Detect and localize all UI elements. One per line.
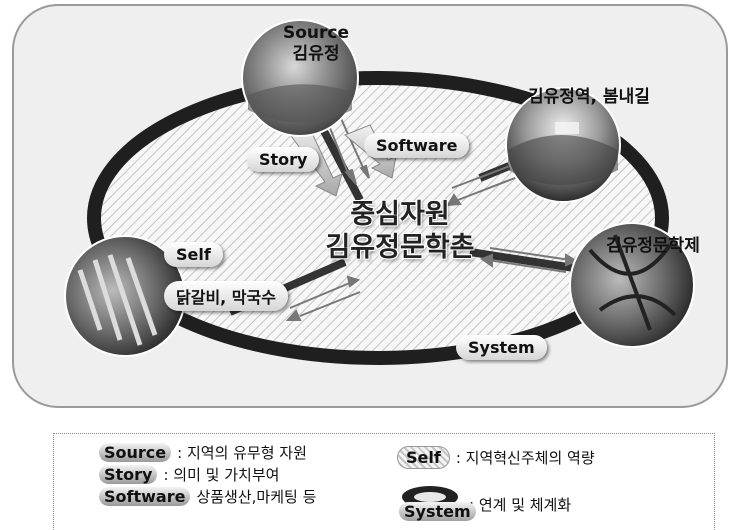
legend-story-desc: : 의미 및 가치부여 bbox=[163, 466, 280, 484]
node-top-label: Source 김유정 bbox=[283, 23, 349, 65]
legend-source-desc: : 지역의 유무형 자원 bbox=[177, 444, 307, 462]
software-label: Software bbox=[364, 133, 470, 158]
center-line2: 김유정문학촌 bbox=[325, 232, 475, 263]
legend-system-symbol: System bbox=[397, 484, 476, 524]
system-label: System bbox=[456, 335, 547, 360]
legend-self: Self : 지역혁신주체의 역량 bbox=[397, 446, 595, 469]
legend-software: Software 상품생산,마케팅 등 bbox=[99, 486, 316, 507]
node-right-top-photo bbox=[505, 87, 621, 203]
legend-self-desc: : 지역혁신주체의 역량 bbox=[455, 449, 595, 467]
legend-story-key: Story bbox=[99, 465, 158, 484]
legend-self-key: Self bbox=[397, 446, 450, 469]
legend-story: Story : 의미 및 가치부여 bbox=[99, 464, 279, 485]
legend-system-key: System bbox=[399, 502, 476, 521]
legend-software-key: Software bbox=[99, 487, 191, 506]
story-label: Story bbox=[247, 147, 320, 172]
node-right-photo bbox=[569, 222, 695, 348]
node-right-top-name: 김유정역, 봄내길 bbox=[528, 87, 650, 107]
legend-system-desc: : 연계 및 체계화 bbox=[469, 495, 572, 514]
legend-software-desc: 상품생산,마케팅 등 bbox=[196, 488, 317, 506]
legend-system: System : 연계 및 체계화 bbox=[397, 484, 571, 524]
node-right-name: 김유정문학제 bbox=[606, 236, 700, 256]
system-ring bbox=[87, 71, 669, 365]
center-resource: 중심자원 김유정문학촌 bbox=[300, 198, 500, 264]
self-tag: Self bbox=[164, 242, 223, 267]
node-top-name: 김유정 bbox=[292, 44, 340, 64]
legend-source-key: Source bbox=[99, 443, 172, 462]
node-left-name: 닭갈비, 막국수 bbox=[164, 281, 288, 311]
legend: Source : 지역의 유무형 자원 Story : 의미 및 가치부여 So… bbox=[53, 433, 715, 530]
center-line1: 중심자원 bbox=[350, 199, 450, 230]
source-tag: Source bbox=[283, 23, 350, 43]
flow-arrows bbox=[285, 93, 579, 321]
node-top-photo bbox=[241, 19, 359, 137]
node-left-photo bbox=[64, 235, 186, 357]
legend-source: Source : 지역의 유무형 자원 bbox=[99, 442, 307, 463]
